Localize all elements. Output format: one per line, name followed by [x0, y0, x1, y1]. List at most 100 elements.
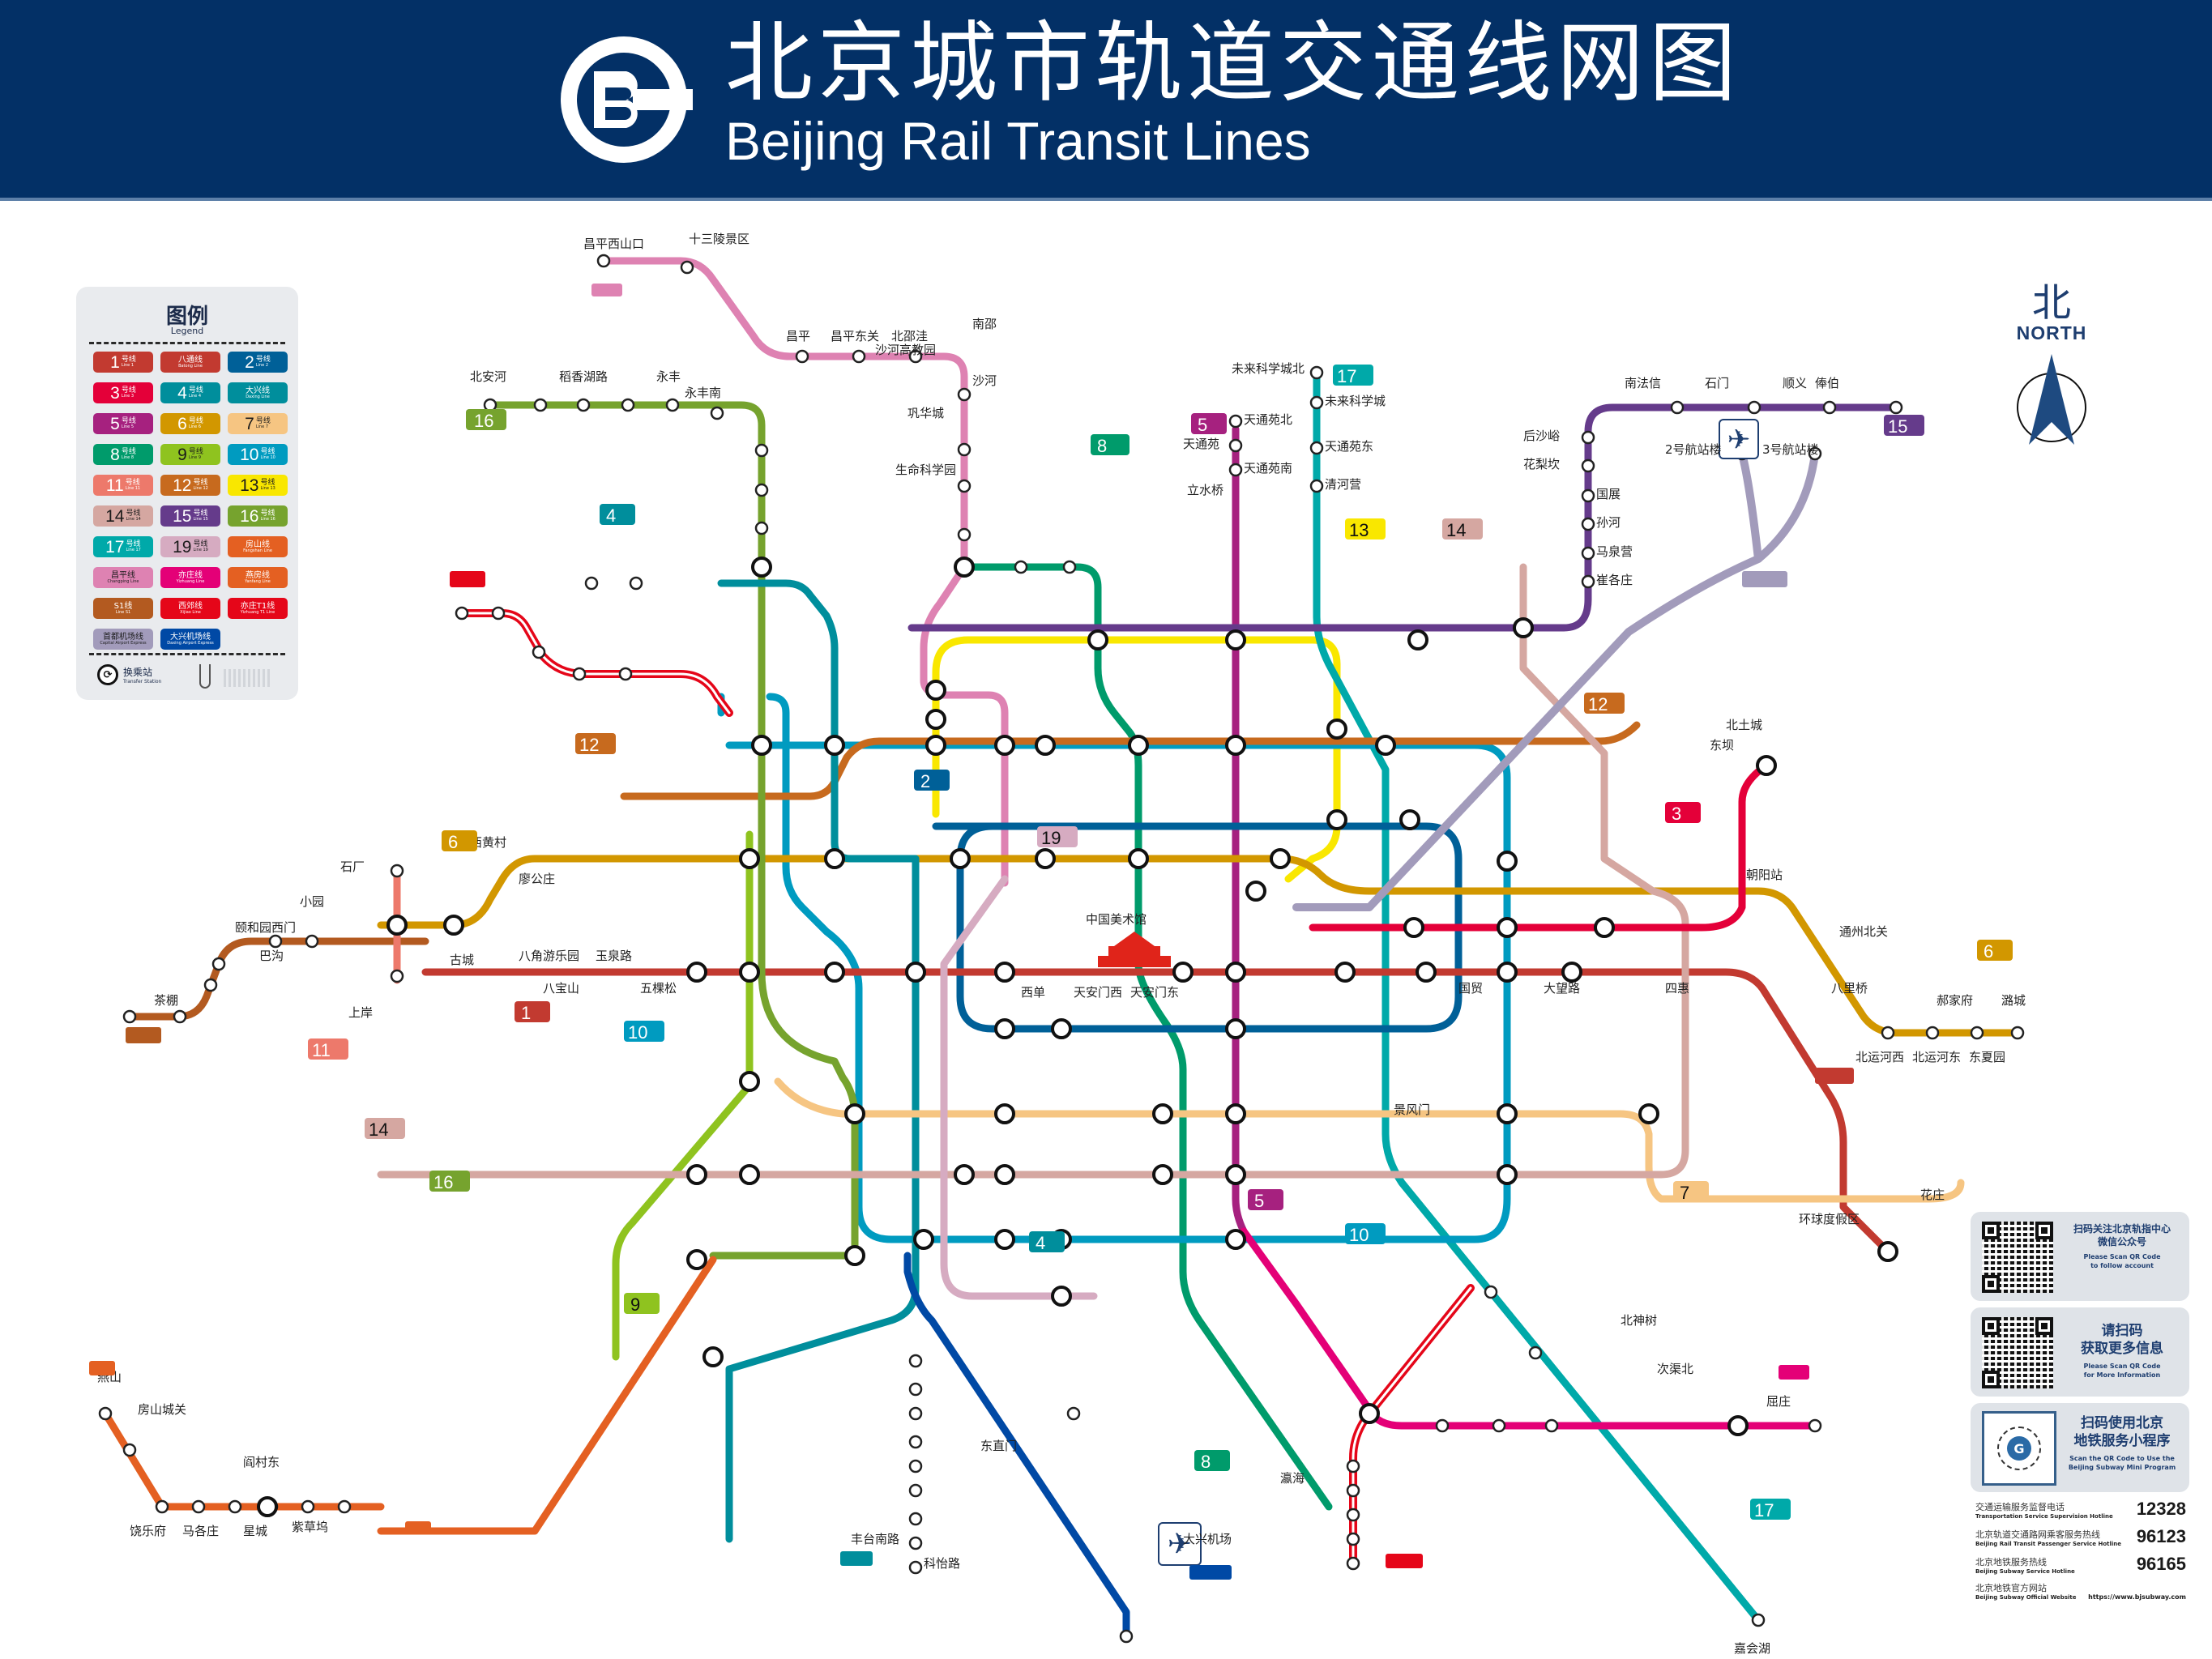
svg-text:巩华城: 巩华城 — [907, 406, 944, 420]
svg-text:北邵洼: 北邵洼 — [891, 329, 928, 343]
line-9 — [612, 830, 754, 1361]
svg-text:房山城关: 房山城关 — [138, 1402, 186, 1417]
qr-card-title: 扫码关注北京轨指中心 微信公众号 — [2073, 1223, 2171, 1247]
svg-text:永丰: 永丰 — [656, 369, 681, 384]
line-label-en: Line 16 — [260, 517, 275, 522]
svg-text:东直门: 东直门 — [980, 1439, 1017, 1453]
line-label-en: Line 9 — [188, 455, 202, 460]
line-label-en: Line 17 — [126, 548, 141, 552]
svg-text:6: 6 — [448, 832, 458, 852]
svg-text:茶棚: 茶棚 — [154, 993, 178, 1008]
transfer-stations — [257, 557, 1898, 1517]
qr-code-icon[interactable] — [1982, 1317, 2053, 1388]
qr-card-more-info[interactable]: 请扫码 获取更多信息 Please Scan QR Code for More … — [1971, 1307, 2189, 1397]
qr-code-icon[interactable] — [1982, 1222, 2053, 1293]
line-label-en: Line 12 — [193, 486, 208, 491]
badge-line-10: 10 — [624, 1021, 664, 1043]
badge-line-10-south: 10 — [1345, 1223, 1386, 1245]
badge-line-17: 17 — [1333, 365, 1373, 386]
line-label-en: Line 15 — [193, 517, 208, 522]
mini-program-code-icon[interactable]: G — [1982, 1411, 2056, 1486]
qr-card-wechat[interactable]: 扫码关注北京轨指中心 微信公众号 Please Scan QR Code to … — [1971, 1212, 2189, 1301]
badge-line-17-south: 17 — [1750, 1499, 1791, 1520]
hotline-number: 96165 — [2136, 1554, 2186, 1574]
line-number: 9 — [177, 445, 187, 464]
line-label-en: Line 7 — [255, 424, 269, 429]
line-label-en: Yizhuang T1 Line — [240, 609, 275, 615]
line-label-en: Line 10 — [260, 455, 275, 460]
line-number: 5 — [110, 414, 120, 433]
svg-text:15: 15 — [1888, 416, 1907, 437]
line-label-cn: 号线 — [126, 510, 141, 518]
svg-text:马各庄: 马各庄 — [182, 1524, 219, 1538]
line-label-cn: 号线 — [126, 540, 141, 548]
svg-text:16: 16 — [433, 1172, 453, 1192]
line-label-cn: 号线 — [121, 417, 136, 425]
svg-text:石门: 石门 — [1705, 376, 1729, 390]
svg-text:13: 13 — [1349, 520, 1369, 540]
line-label-en: Line 3 — [121, 394, 135, 399]
official-website-link[interactable]: https://www.bjsubway.com — [2088, 1593, 2186, 1601]
svg-text:八里桥: 八里桥 — [1831, 981, 1868, 996]
svg-text:花庄: 花庄 — [1920, 1188, 1945, 1202]
svg-text:郝家府: 郝家府 — [1937, 993, 1973, 1008]
svg-text:沙河: 沙河 — [972, 373, 997, 388]
line-label-en: Daxing Line — [246, 394, 270, 399]
badge-line-7: 7 — [1673, 1181, 1709, 1203]
svg-text:2: 2 — [920, 771, 930, 791]
svg-text:2号航站楼: 2号航站楼 — [1665, 442, 1722, 457]
svg-text:天通苑东: 天通苑东 — [1325, 439, 1373, 454]
line-label-en: Line 5 — [121, 424, 135, 429]
line-number: 14 — [105, 506, 125, 526]
line-badges: 16 8 5 17 13 14 15 4 12 12 2 19 6 3 1 11… — [89, 284, 2013, 1580]
badge-fangshan — [405, 1521, 431, 1534]
svg-text:5: 5 — [1198, 415, 1207, 435]
badge-line-14: 14 — [1442, 518, 1483, 540]
hotline-label-cn: 北京地铁服务热线 — [1975, 1557, 2047, 1567]
svg-text:9: 9 — [630, 1294, 640, 1315]
svg-text:10: 10 — [1349, 1225, 1369, 1245]
svg-text:7: 7 — [1680, 1183, 1689, 1203]
station-marker-sample-icon — [199, 664, 211, 689]
badge-line-5: 5 — [1191, 413, 1227, 435]
svg-text:5: 5 — [1254, 1191, 1264, 1211]
svg-text:8: 8 — [1097, 436, 1107, 456]
line-13 — [932, 636, 1341, 883]
svg-text:环球度假区: 环球度假区 — [1799, 1212, 1860, 1226]
svg-text:北安河: 北安河 — [470, 369, 506, 384]
legend-divider — [89, 653, 285, 655]
svg-text:北运河西: 北运河西 — [1855, 1050, 1904, 1064]
badge-yizhuang-t1 — [1386, 1554, 1423, 1568]
line-label-cn: 昌平线 — [110, 570, 135, 580]
line-label-cn: 号线 — [121, 356, 136, 364]
qr-card-mini-program[interactable]: G 扫码使用北京 地铁服务小程序 Scan the QR Code to Use… — [1971, 1403, 2189, 1492]
svg-text:生命科学园: 生命科学园 — [895, 463, 956, 477]
transit-map: ✈ ✈ 昌平西山口 十三陵景区 昌平 昌平东关 北邵洼 南邵 沙河高教园 沙河 … — [89, 232, 2026, 1656]
station-labels: 昌平西山口 十三陵景区 昌平 昌平东关 北邵洼 南邵 沙河高教园 沙河 巩华城 … — [97, 232, 2026, 1656]
line-label-cn: S1线 — [113, 601, 133, 611]
line-label-en: Line 1 — [121, 363, 135, 368]
svg-text:✈: ✈ — [1168, 1528, 1192, 1561]
svg-text:稻香湖路: 稻香湖路 — [559, 369, 608, 384]
line-label-en: Line 8 — [121, 455, 135, 460]
line-number: 3 — [110, 383, 120, 403]
line-yizhuang — [1240, 1227, 1819, 1430]
line-3 — [1309, 761, 1770, 932]
badge-line-3: 3 — [1665, 802, 1701, 824]
line-number: 4 — [177, 383, 187, 403]
line-capital-airport-express — [1292, 450, 1819, 911]
svg-text:12: 12 — [1588, 694, 1608, 714]
svg-text:大兴机场: 大兴机场 — [1183, 1532, 1232, 1546]
line-label-cn: 号线 — [255, 356, 271, 364]
line-label-cn: 号线 — [188, 417, 203, 425]
line-label-cn: 号线 — [125, 479, 140, 487]
badge-xijiao — [450, 571, 485, 587]
svg-text:四惠: 四惠 — [1665, 981, 1689, 996]
